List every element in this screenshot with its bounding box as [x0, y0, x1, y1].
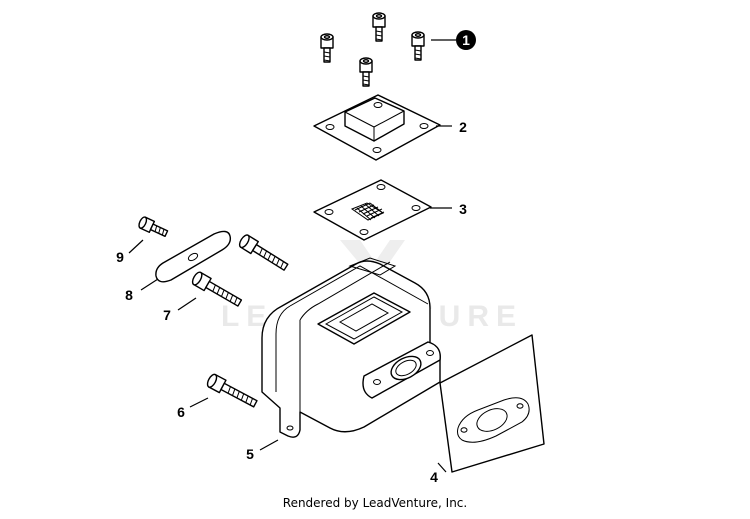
bolt-icon: [238, 234, 289, 271]
screw-icon: [359, 57, 373, 87]
callout-9: 9: [116, 249, 124, 265]
callout-label: 1: [462, 32, 470, 48]
part-3-screen-gasket: [313, 179, 432, 241]
leader-lines: [128, 39, 456, 473]
part-6-bolt: [206, 373, 258, 408]
screw-icon: [320, 33, 334, 63]
screw-icon: [372, 12, 386, 42]
callout-6: 6: [177, 404, 185, 420]
callout-8: 8: [125, 287, 133, 303]
part-2-cover-plate: [313, 94, 441, 161]
screw-icon: [411, 31, 425, 61]
part-4-exhaust-gasket: [439, 334, 545, 473]
part-8-plate: [155, 230, 232, 283]
callout-1: 1: [456, 30, 476, 50]
footer-credit: Rendered by LeadVenture, Inc.: [282, 496, 468, 510]
part-1-screws: [320, 12, 425, 87]
callout-circle-icon: [456, 30, 476, 50]
watermark-logo-icon: [340, 240, 405, 276]
callout-7: 7: [163, 307, 171, 323]
callout-3: 3: [459, 201, 467, 217]
part-5-muffler-body: [261, 257, 441, 438]
callout-2: 2: [459, 119, 467, 135]
part-9-screw: [138, 216, 169, 238]
callout-4: 4: [430, 469, 438, 485]
part-7-bolt: [191, 271, 243, 307]
callout-5: 5: [246, 446, 254, 462]
